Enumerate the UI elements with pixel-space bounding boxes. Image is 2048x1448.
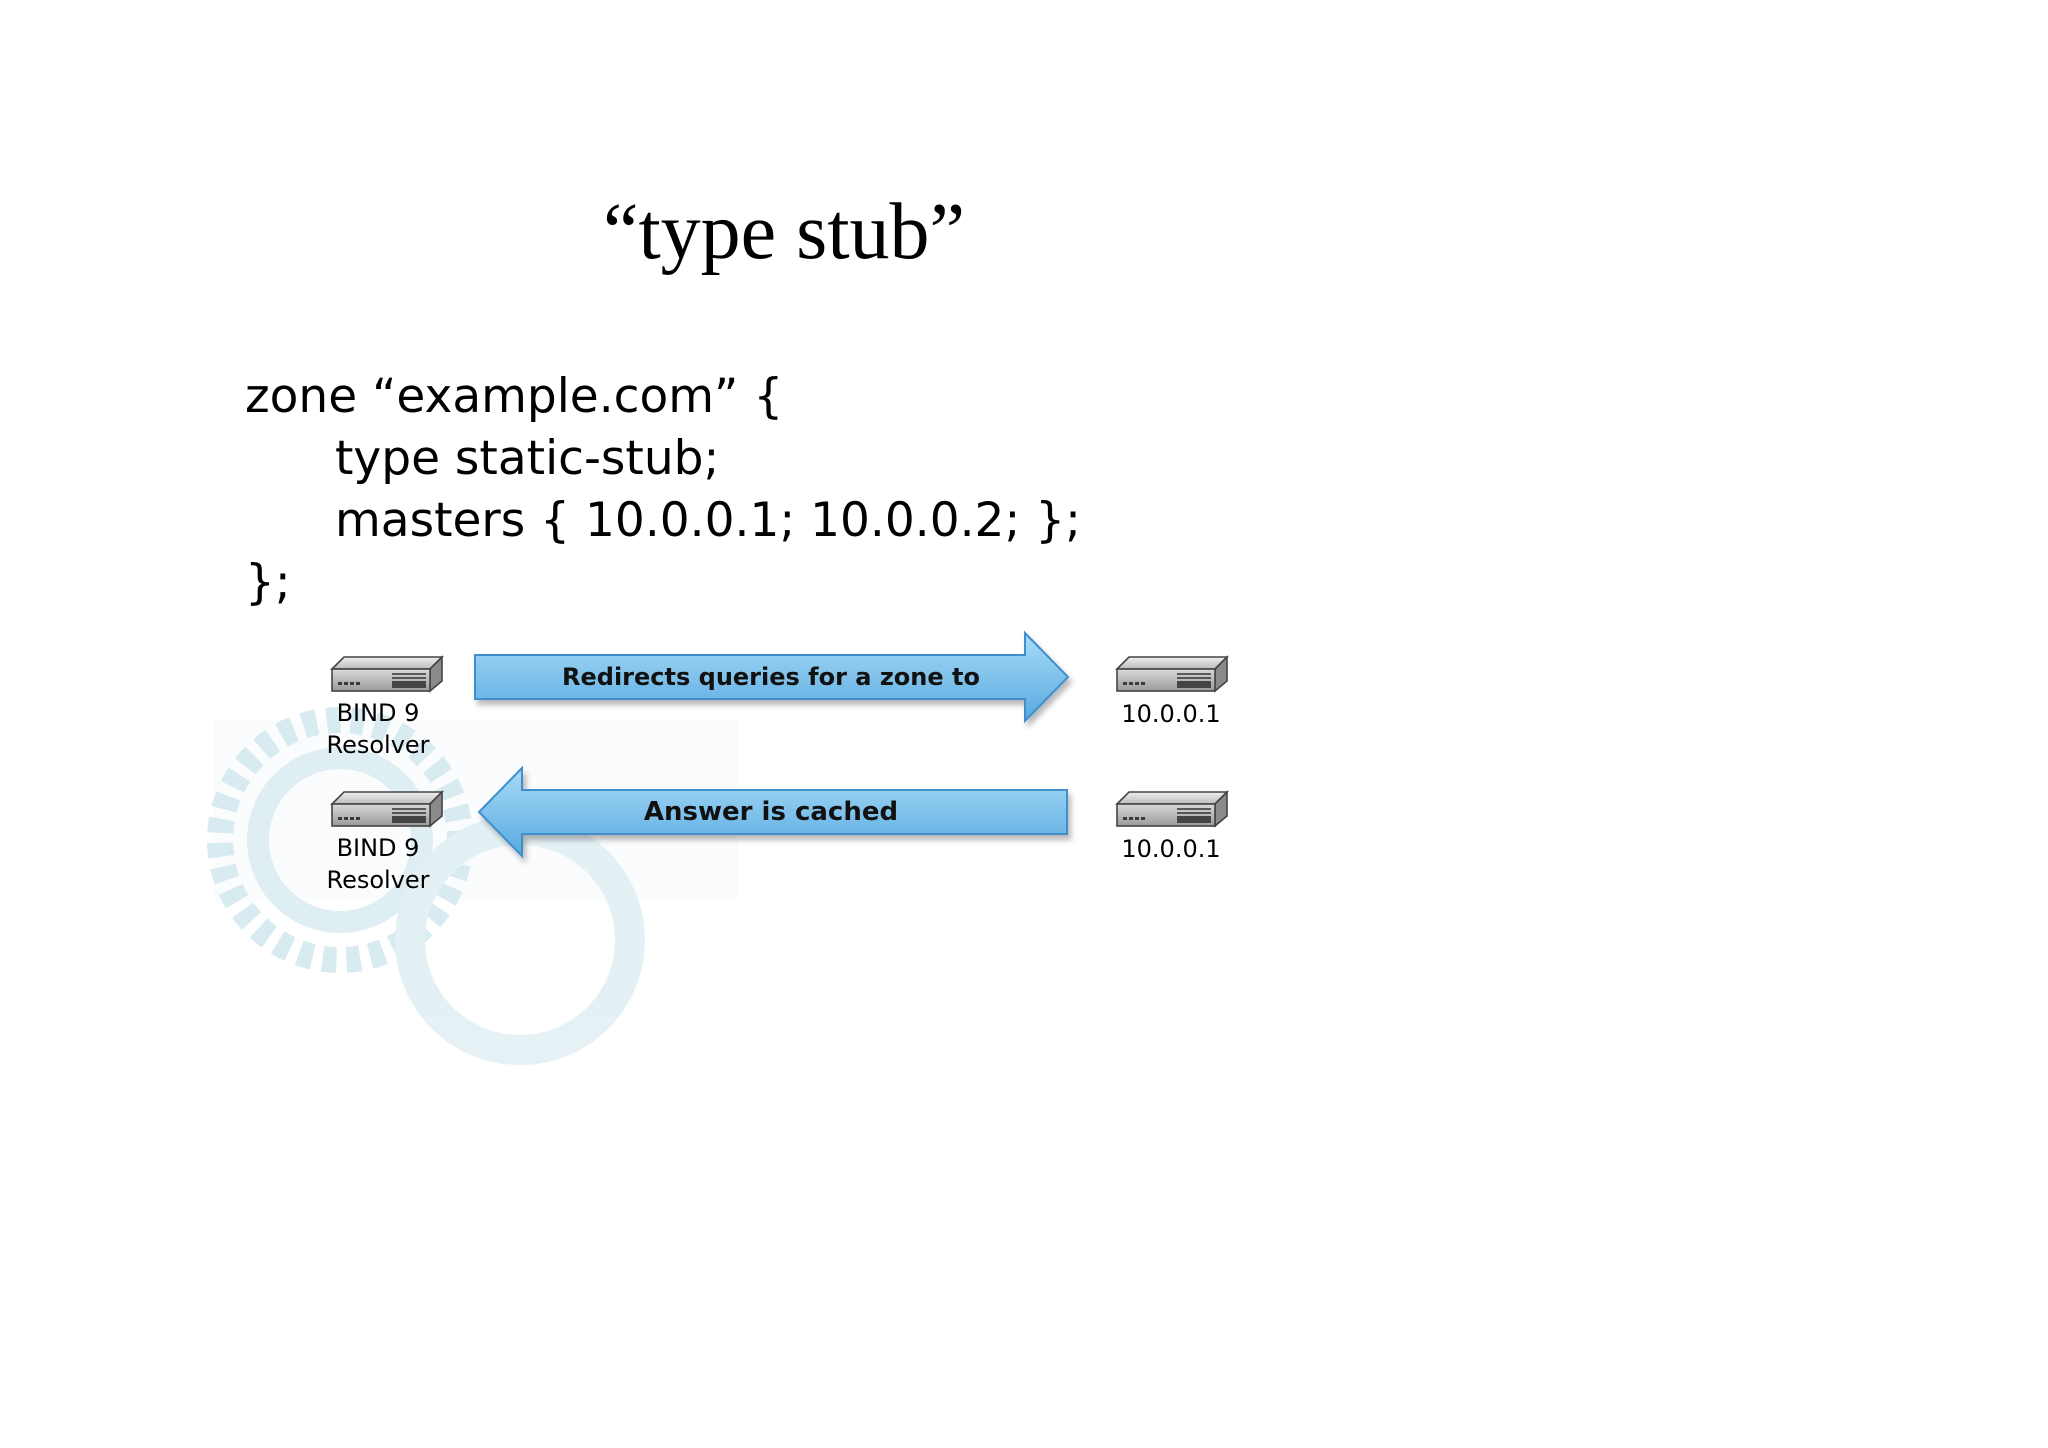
gear-watermark [207, 707, 738, 1065]
master-server-icon [1116, 791, 1228, 827]
master-ip-label: 10.0.0.1 [1121, 700, 1220, 728]
master-server-icon [1116, 656, 1228, 692]
master-ip-label: 10.0.0.1 [1121, 835, 1220, 863]
redirect-arrow [474, 630, 1070, 724]
code-line-masters: masters { 10.0.0.1; 10.0.0.2; }; [335, 493, 1081, 548]
code-line-type: type static-stub; [335, 431, 720, 486]
resolver-label-line1: BIND 9 [337, 699, 420, 727]
resolver-label-line2: Resolver [326, 731, 429, 759]
bind-resolver-server-icon [331, 656, 443, 692]
code-line-zone: zone “example.com” { [245, 369, 784, 424]
zone-flow-diagram: BIND 9 Resolver Redirects queries for a … [207, 630, 1228, 1065]
code-line-close: }; [245, 555, 291, 610]
resolver-label-line1: BIND 9 [337, 834, 420, 862]
answer-cached-label: Answer is cached [644, 797, 898, 827]
answer-cached-arrow [477, 765, 1068, 859]
bind-resolver-server-icon [331, 791, 443, 827]
resolver-label-line2: Resolver [326, 866, 429, 894]
slide-title: “type stub” [602, 188, 966, 276]
redirect-arrow-label: Redirects queries for a zone to [562, 663, 980, 691]
